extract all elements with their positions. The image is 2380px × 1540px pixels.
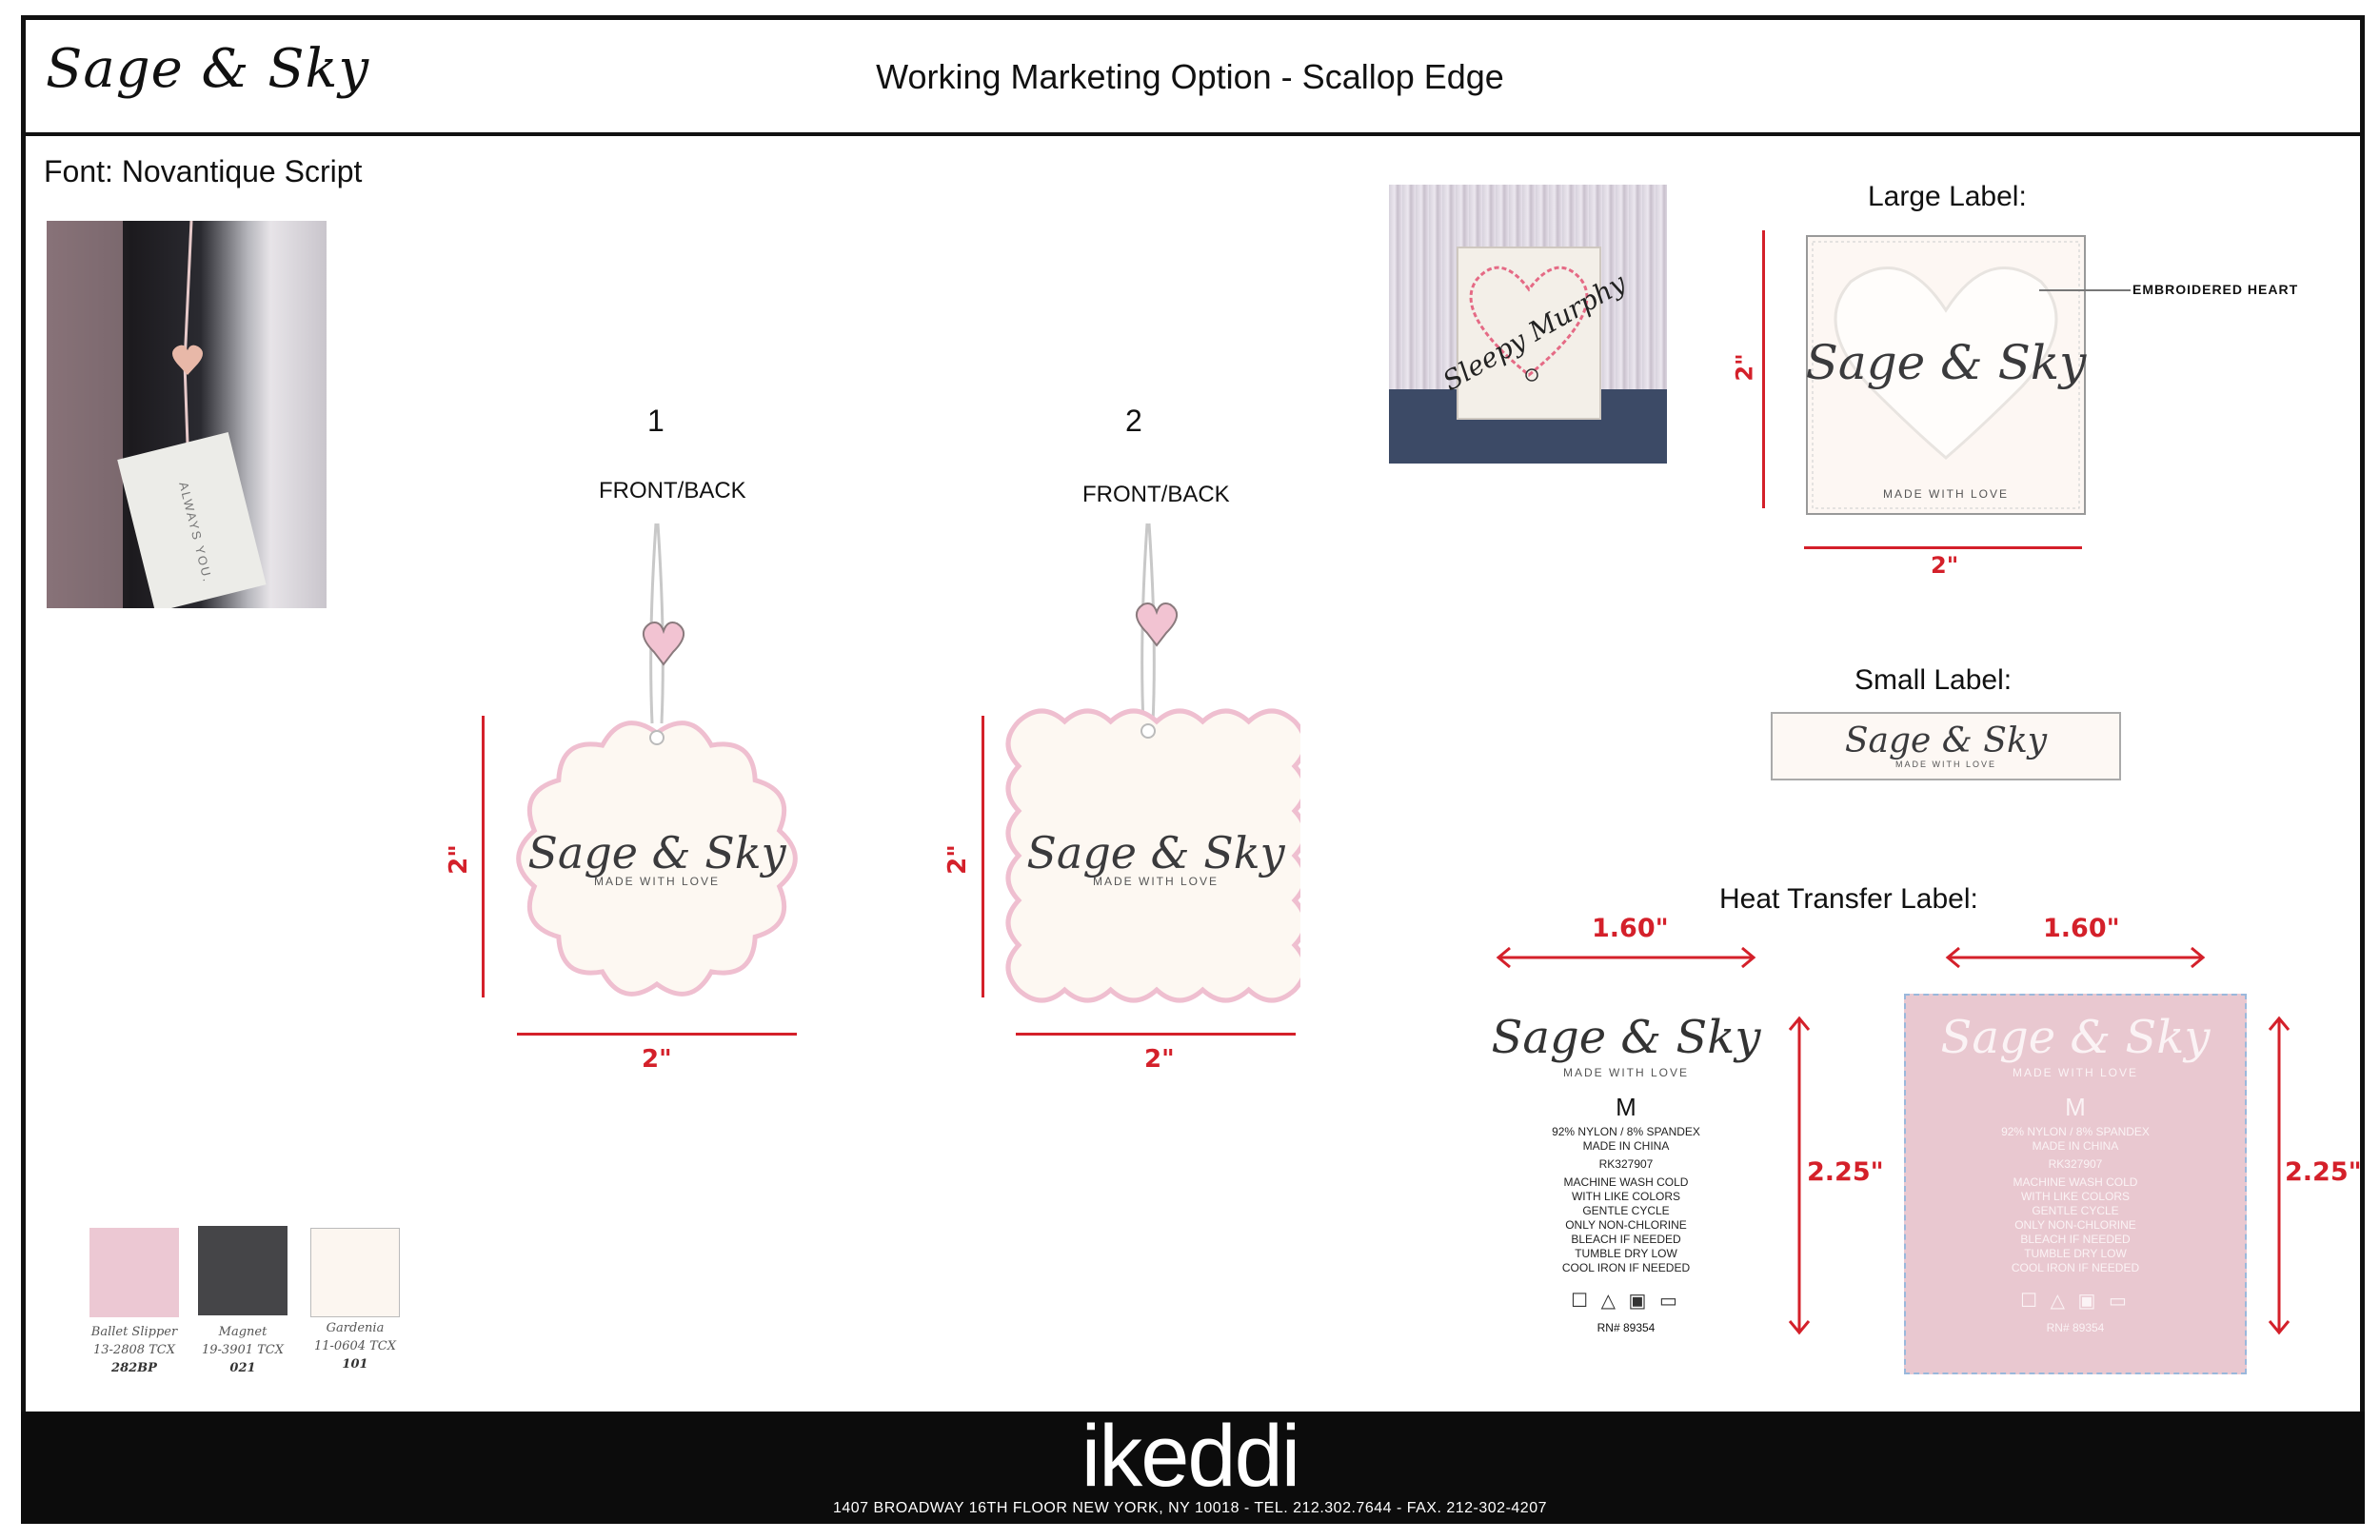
care-line: ONLY NON-CHLORINE	[1565, 1218, 1687, 1232]
ht-right-height-arrow	[2268, 1016, 2291, 1335]
hang-tag-1-scallop-circle: Sage & Sky MADE WITH LOVE	[516, 523, 798, 997]
ht-right-pink-panel	[1904, 994, 2247, 1374]
large-label-tagline: MADE WITH LOVE	[1883, 487, 2009, 501]
tag-1-width-line	[517, 1033, 797, 1036]
large-label: Sage & Sky MADE WITH LOVE	[1806, 235, 2088, 515]
page-title: Working Marketing Option - Scallop Edge	[876, 57, 1504, 96]
brand-name: Sage & Sky	[46, 38, 370, 100]
ht-left-width-dim: 1.60"	[1592, 914, 1669, 943]
hang-tag-2-scallop-square: Sage & Sky MADE WITH LOVE	[1005, 523, 1300, 1003]
ht-left-height-dim: 2.25"	[1807, 1157, 1884, 1187]
care-line: ONLY NON-CHLORINE	[2014, 1218, 2136, 1232]
small-label-title: Small Label:	[1854, 664, 2013, 696]
tag-2-script: Sage & Sky	[1026, 827, 1285, 879]
header-divider	[21, 132, 2365, 136]
care-line: GENTLE CYCLE	[1582, 1204, 1670, 1217]
reference-photo-hangtag: ALWAYS YOU.	[47, 221, 327, 608]
ht-right-tagline: MADE WITH LOVE	[2012, 1066, 2138, 1079]
heat-transfer-title: Heat Transfer Label:	[1719, 883, 1978, 915]
care-line: MACHINE WASH COLD	[2013, 1175, 2138, 1189]
large-label-width-line	[1804, 546, 2082, 549]
ht-left-script: Sage & Sky	[1491, 1011, 1761, 1064]
tag-1-tagline: MADE WITH LOVE	[594, 875, 720, 888]
tag-2-width-dim: 2"	[1144, 1045, 1175, 1074]
ht-left-care-symbols: ☐ △ ▣ ▭	[1571, 1291, 1681, 1312]
care-line: 92% NYLON / 8% SPANDEX	[2001, 1125, 2150, 1138]
care-line: MADE IN CHINA	[1582, 1139, 1670, 1153]
care-line: MADE IN CHINA	[2032, 1139, 2119, 1153]
care-line: COOL IRON IF NEEDED	[2011, 1261, 2140, 1274]
care-line: COOL IRON IF NEEDED	[1561, 1261, 1691, 1274]
swatch-ballet-slipper	[89, 1228, 179, 1317]
tag-2-number: 2	[1125, 404, 1142, 438]
large-label-height-line	[1762, 230, 1765, 508]
ht-left-rn: RN# 89354	[1597, 1321, 1656, 1334]
large-label-script: Sage & Sky	[1806, 335, 2088, 390]
tag-1-height-line	[482, 716, 485, 997]
reference-photo-woven-label: Sleepy Murphy	[1389, 185, 1667, 464]
tag-2-caption: FRONT/BACK	[1082, 482, 1230, 507]
ht-left-width-arrow	[1496, 946, 1756, 969]
ht-right-care-symbols: ☐ △ ▣ ▭	[2020, 1291, 2131, 1312]
woven-label-illustration: Sleepy Murphy	[1389, 247, 1667, 464]
care-line: TUMBLE DRY LOW	[2024, 1247, 2127, 1260]
care-line: BLEACH IF NEEDED	[1571, 1233, 1681, 1246]
care-line: TUMBLE DRY LOW	[1575, 1247, 1677, 1260]
ht-right-width-arrow	[1945, 946, 2206, 969]
footer-address: 1407 BROADWAY 16TH FLOOR NEW YORK, NY 10…	[832, 1500, 1547, 1516]
care-line: WITH LIKE COLORS	[2020, 1190, 2131, 1203]
swatch-magnet	[198, 1226, 288, 1315]
care-line: RK327907	[1598, 1157, 1654, 1171]
ht-left-size: M	[1616, 1093, 1636, 1121]
ht-right-width-dim: 1.60"	[2043, 914, 2120, 943]
tag-2-height-dim: 2"	[942, 844, 972, 875]
tag-2-height-line	[982, 716, 984, 997]
ht-right-rn: RN# 89354	[2046, 1321, 2105, 1334]
care-line: 92% NYLON / 8% SPANDEX	[1552, 1125, 1700, 1138]
care-line: WITH LIKE COLORS	[1571, 1190, 1681, 1203]
care-line: RK327907	[2048, 1157, 2103, 1171]
care-line: MACHINE WASH COLD	[1563, 1175, 1689, 1189]
tag-1-number: 1	[647, 404, 664, 438]
small-label: Sage & Sky MADE WITH LOVE	[1771, 712, 2121, 780]
tag-1-caption: FRONT/BACK	[599, 478, 746, 503]
care-line: BLEACH IF NEEDED	[2020, 1233, 2131, 1246]
footer-logo: ikeddi	[1081, 1408, 1300, 1505]
ht-left-tagline: MADE WITH LOVE	[1562, 1066, 1689, 1079]
care-line: GENTLE CYCLE	[2032, 1204, 2119, 1217]
tag-1-width-dim: 2"	[642, 1045, 672, 1074]
large-label-title: Large Label:	[1868, 181, 2027, 212]
small-label-tagline: MADE WITH LOVE	[1894, 760, 1996, 769]
ht-right-size: M	[2065, 1093, 2086, 1121]
embroidered-heart-leader	[2039, 289, 2131, 291]
large-label-width-dim: 2"	[1931, 552, 1959, 579]
swatch-gardenia	[310, 1228, 400, 1317]
ht-right-script: Sage & Sky	[1940, 1011, 2211, 1064]
embroidered-heart-callout: EMBROIDERED HEART	[2132, 282, 2299, 297]
tag-1-height-dim: 2"	[444, 844, 473, 875]
hangtag-photo-illustration: ALWAYS YOU.	[47, 221, 267, 608]
ht-left-height-arrow	[1788, 1016, 1811, 1335]
footer-bar	[21, 1412, 2365, 1524]
large-label-height-dim: 2"	[1731, 353, 1758, 382]
tag-2-width-line	[1016, 1033, 1296, 1036]
small-label-script: Sage & Sky	[1844, 721, 2048, 760]
tag-1-script: Sage & Sky	[527, 827, 786, 879]
font-note: Font: Novantique Script	[44, 154, 363, 188]
ht-right-height-dim: 2.25"	[2285, 1157, 2362, 1187]
tag-2-tagline: MADE WITH LOVE	[1093, 875, 1219, 888]
